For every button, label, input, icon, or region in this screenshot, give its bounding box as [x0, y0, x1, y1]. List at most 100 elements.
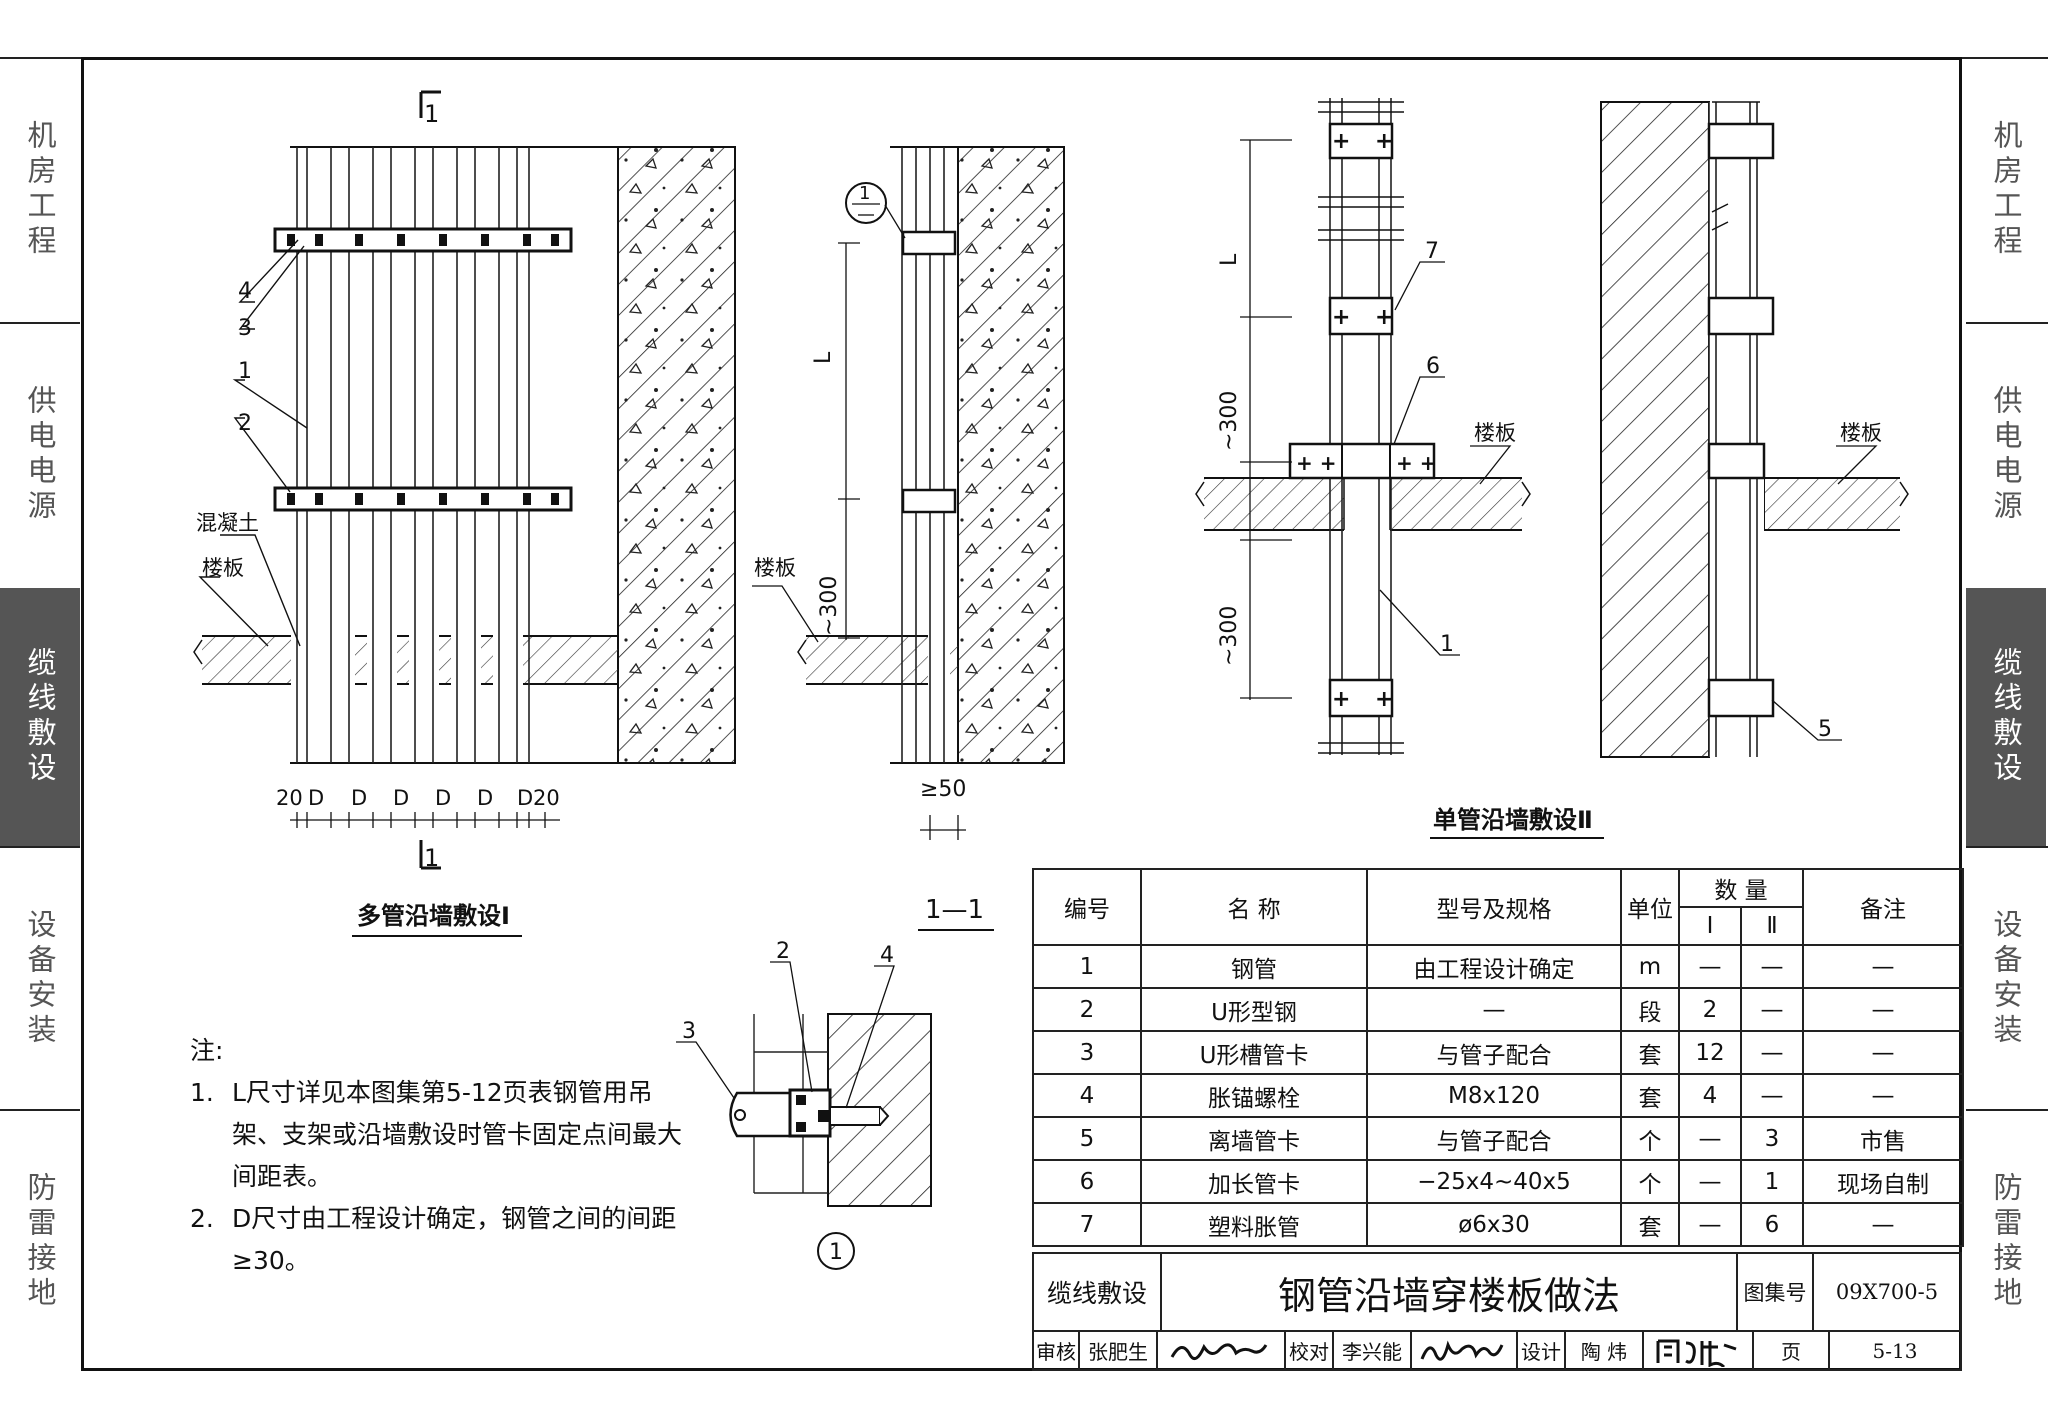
- header-no: 编号: [1032, 868, 1142, 946]
- table-cell: 6: [1740, 1202, 1804, 1247]
- table-cell: —: [1678, 1159, 1742, 1204]
- tab-divider: [0, 1109, 80, 1111]
- side-tab-left-3[interactable]: 缆线敷设: [0, 588, 80, 846]
- design-label: 设计: [1516, 1330, 1566, 1371]
- header-qty: 数 量: [1678, 868, 1804, 908]
- side-tab-label: 设备安装: [1989, 909, 2023, 1049]
- table-cell: —: [1678, 1202, 1742, 1247]
- tab-divider: [0, 846, 80, 848]
- side-tab-right-2[interactable]: 供电电源: [1966, 325, 2046, 585]
- side-tab-left-5[interactable]: 防雷接地: [0, 1112, 80, 1371]
- svg-text:+: +: [1332, 687, 1350, 712]
- header-spec: 型号及规格: [1366, 868, 1622, 946]
- table-cell: U形型钢: [1140, 987, 1368, 1032]
- title-category: 缆线敷设: [1032, 1252, 1162, 1332]
- pipe-clamp: [901, 230, 957, 256]
- side-tab-label: 防雷接地: [23, 1171, 57, 1312]
- table-cell: 钢管: [1140, 944, 1368, 989]
- table-cell: 与管子配合: [1366, 1030, 1622, 1075]
- note-text: D尺寸由工程设计确定，钢管之间的间距≥30。: [232, 1204, 677, 1275]
- check-signature: [1410, 1330, 1518, 1371]
- callout-6: 6: [1426, 354, 1440, 379]
- table-cell: 胀锚螺栓: [1140, 1073, 1368, 1118]
- svg-text:+ +: + +: [1396, 451, 1436, 475]
- table-cell: 由工程设计确定: [1366, 944, 1622, 989]
- table-cell: 套: [1620, 1030, 1680, 1075]
- tab-divider: [1966, 846, 2048, 848]
- figure-multi-pipe: 1 1 4 3 1 2 混凝土 楼板 20: [193, 90, 736, 937]
- table-cell: 3: [1740, 1116, 1804, 1161]
- label-floor-slab-2: 楼板: [1474, 421, 1516, 445]
- callout-1b: 1: [1440, 632, 1454, 657]
- svg-text:+: +: [1332, 129, 1350, 154]
- detail-callout-3: 3: [682, 1019, 696, 1044]
- drawing-title: 钢管沿墙穿楼板做法: [1160, 1252, 1738, 1332]
- table-cell: 4: [1032, 1073, 1142, 1118]
- callout-4: 4: [238, 279, 252, 304]
- table-cell: —: [1802, 1030, 1964, 1075]
- side-tab-label: 缆线敷设: [1989, 647, 2023, 787]
- table-cell: m: [1620, 944, 1680, 989]
- callout-1: 1: [238, 359, 252, 384]
- detail-bolt: 1—1 3 2 4 1: [676, 895, 994, 1270]
- table-cell: 4: [1678, 1073, 1742, 1118]
- side-tab-left-1[interactable]: 机房工程: [0, 57, 80, 322]
- side-tab-left-4[interactable]: 设备安装: [0, 849, 80, 1109]
- table-cell: —: [1802, 944, 1964, 989]
- svg-text:+: +: [1375, 687, 1393, 712]
- detail-callout-4: 4: [880, 943, 894, 968]
- dim-d: D: [308, 786, 324, 810]
- side-tab-right-1[interactable]: 机房工程: [1966, 57, 2046, 322]
- table-cell: 12: [1678, 1030, 1742, 1075]
- dim-edge: 20: [533, 786, 560, 810]
- table-cell: U形槽管卡: [1140, 1030, 1368, 1075]
- side-tab-label: 防雷接地: [1989, 1171, 2023, 1312]
- side-tab-right-3[interactable]: 缆线敷设: [1966, 588, 2046, 846]
- table-cell: 套: [1620, 1202, 1680, 1247]
- header-remark: 备注: [1802, 868, 1964, 946]
- check-name: 李兴能: [1332, 1330, 1412, 1371]
- figure1-title: 多管沿墙敷设Ⅰ: [357, 902, 510, 930]
- side-tab-left-2[interactable]: 供电电源: [0, 325, 80, 585]
- section-mark-top: 1: [424, 100, 439, 128]
- note-item: 2. D尺寸由工程设计确定，钢管之间的间距≥30。: [190, 1198, 690, 1282]
- note-text: L尺寸详见本图集第5-12页表钢管用吊架、支架或沿墙敷设时管卡固定点间最大间距表…: [232, 1078, 683, 1191]
- standoff-clamp: ++ ++ ++: [1328, 122, 1393, 718]
- table-cell: 离墙管卡: [1140, 1116, 1368, 1161]
- detail-mark: 1: [829, 1240, 843, 1265]
- table-cell: M8x120: [1366, 1073, 1622, 1118]
- table-cell: —: [1802, 1202, 1964, 1247]
- table-cell: 个: [1620, 1159, 1680, 1204]
- table-cell: —: [1740, 1073, 1804, 1118]
- dim-clearance: ≥50: [920, 777, 966, 802]
- label-floor-slab-section: 楼板: [754, 556, 796, 580]
- dim-d: D: [393, 786, 409, 810]
- label-floor-slab-3: 楼板: [1840, 421, 1882, 445]
- header-qty-ii: Ⅱ: [1740, 906, 1804, 946]
- figure-section-1-1: 1 L ~300 楼板 ≥50: [752, 146, 1065, 840]
- detail-ref-mark: 1: [859, 183, 870, 204]
- table-cell: —: [1802, 1073, 1964, 1118]
- u-channel-bracket: [273, 227, 573, 512]
- side-tab-label: 供电电源: [1989, 385, 2023, 525]
- table-cell: 1: [1032, 944, 1142, 989]
- table-cell: —: [1802, 987, 1964, 1032]
- table-cell: 现场自制: [1802, 1159, 1964, 1204]
- svg-text:+: +: [1332, 305, 1350, 330]
- dim-above-300: ~300: [1217, 391, 1242, 451]
- dim-d: D: [435, 786, 451, 810]
- figure2-title: 单管沿墙敷设Ⅱ: [1433, 806, 1593, 834]
- side-tab-right-4[interactable]: 设备安装: [1966, 849, 2046, 1109]
- table-cell: 6: [1032, 1159, 1142, 1204]
- table-cell: 2: [1032, 987, 1142, 1032]
- dim-offset-300: ~300: [817, 576, 842, 636]
- note-number: 2.: [190, 1204, 214, 1233]
- side-tab-right-5[interactable]: 防雷接地: [1966, 1112, 2046, 1371]
- design-name: 陶 炜: [1564, 1330, 1644, 1371]
